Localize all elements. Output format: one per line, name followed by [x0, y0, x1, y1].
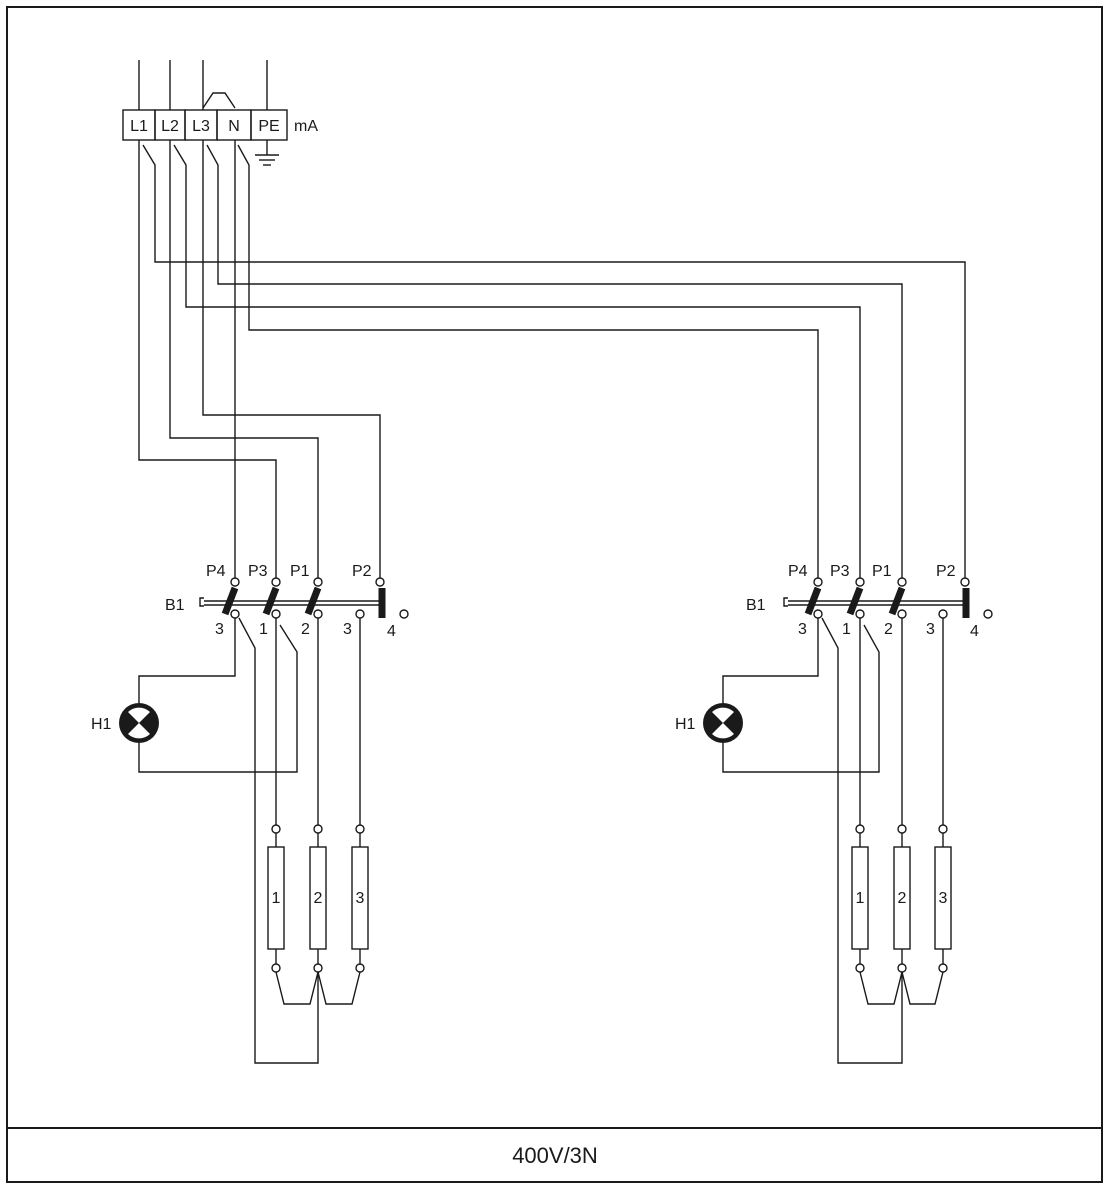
- position-label-2-left: 2: [301, 621, 310, 638]
- lamp-label-right: H1: [675, 716, 696, 733]
- pole-label-p1-left: P1: [290, 563, 310, 580]
- position-label-3b-left: 3: [343, 621, 352, 638]
- position-label-2-right: 2: [884, 621, 893, 638]
- heater-label-2-right: 2: [898, 890, 907, 907]
- switch-label-right: B1: [746, 597, 766, 614]
- lamp-label-left: H1: [91, 716, 112, 733]
- terminal-label-l3: L3: [192, 118, 210, 135]
- position-label-3b-right: 3: [926, 621, 935, 638]
- pole-label-p4-left: P4: [206, 563, 226, 580]
- heater-label-1-left: 1: [272, 890, 281, 907]
- pole-label-p3-right: P3: [830, 563, 850, 580]
- outer-frame: [6, 6, 1103, 1183]
- terminal-block: L1 L2 L3 N PE mA: [122, 60, 318, 166]
- terminal-pe: [250, 109, 288, 141]
- lamp-icon-left: [119, 703, 159, 743]
- position-label-1-left: 1: [259, 621, 268, 638]
- heater-label-1-right: 1: [856, 890, 865, 907]
- switch-label-left: B1: [165, 597, 185, 614]
- switch-unit-right: P4 P3 P1 P2 B1 3 1 2 3 4: [675, 563, 993, 1064]
- pole-label-p4-right: P4: [788, 563, 808, 580]
- heater-label-2-left: 2: [314, 890, 323, 907]
- pole-label-p1-right: P1: [872, 563, 892, 580]
- position-label-3-right: 3: [798, 621, 807, 638]
- terminal-unit-label: mA: [294, 118, 318, 135]
- position-label-3-left: 3: [215, 621, 224, 638]
- heater-group-left: 1 2 3: [267, 824, 369, 1005]
- position-label-1-right: 1: [842, 621, 851, 638]
- heater-label-3-right: 3: [939, 890, 948, 907]
- pole-label-p3-left: P3: [248, 563, 268, 580]
- position-label-4-left: 4: [387, 623, 396, 640]
- terminal-label-l2: L2: [161, 118, 179, 135]
- earth-icon: [255, 140, 279, 166]
- heater-label-3-left: 3: [356, 890, 365, 907]
- switch-unit-left: P4 P3 P1 P2 B1 3 1 2 3 4: [91, 563, 409, 1064]
- terminal-label-n: N: [228, 118, 240, 135]
- terminal-label-l1: L1: [130, 118, 148, 135]
- heater-group-right: 1 2 3: [851, 824, 952, 1005]
- feed-wires: [138, 140, 966, 578]
- voltage-label: 400V/3N: [512, 1143, 598, 1168]
- terminal-label-pe: PE: [258, 118, 279, 135]
- pole-label-p2-right: P2: [936, 563, 956, 580]
- position-label-4-right: 4: [970, 623, 979, 640]
- pole-label-p2-left: P2: [352, 563, 372, 580]
- lamp-icon-right: [703, 703, 743, 743]
